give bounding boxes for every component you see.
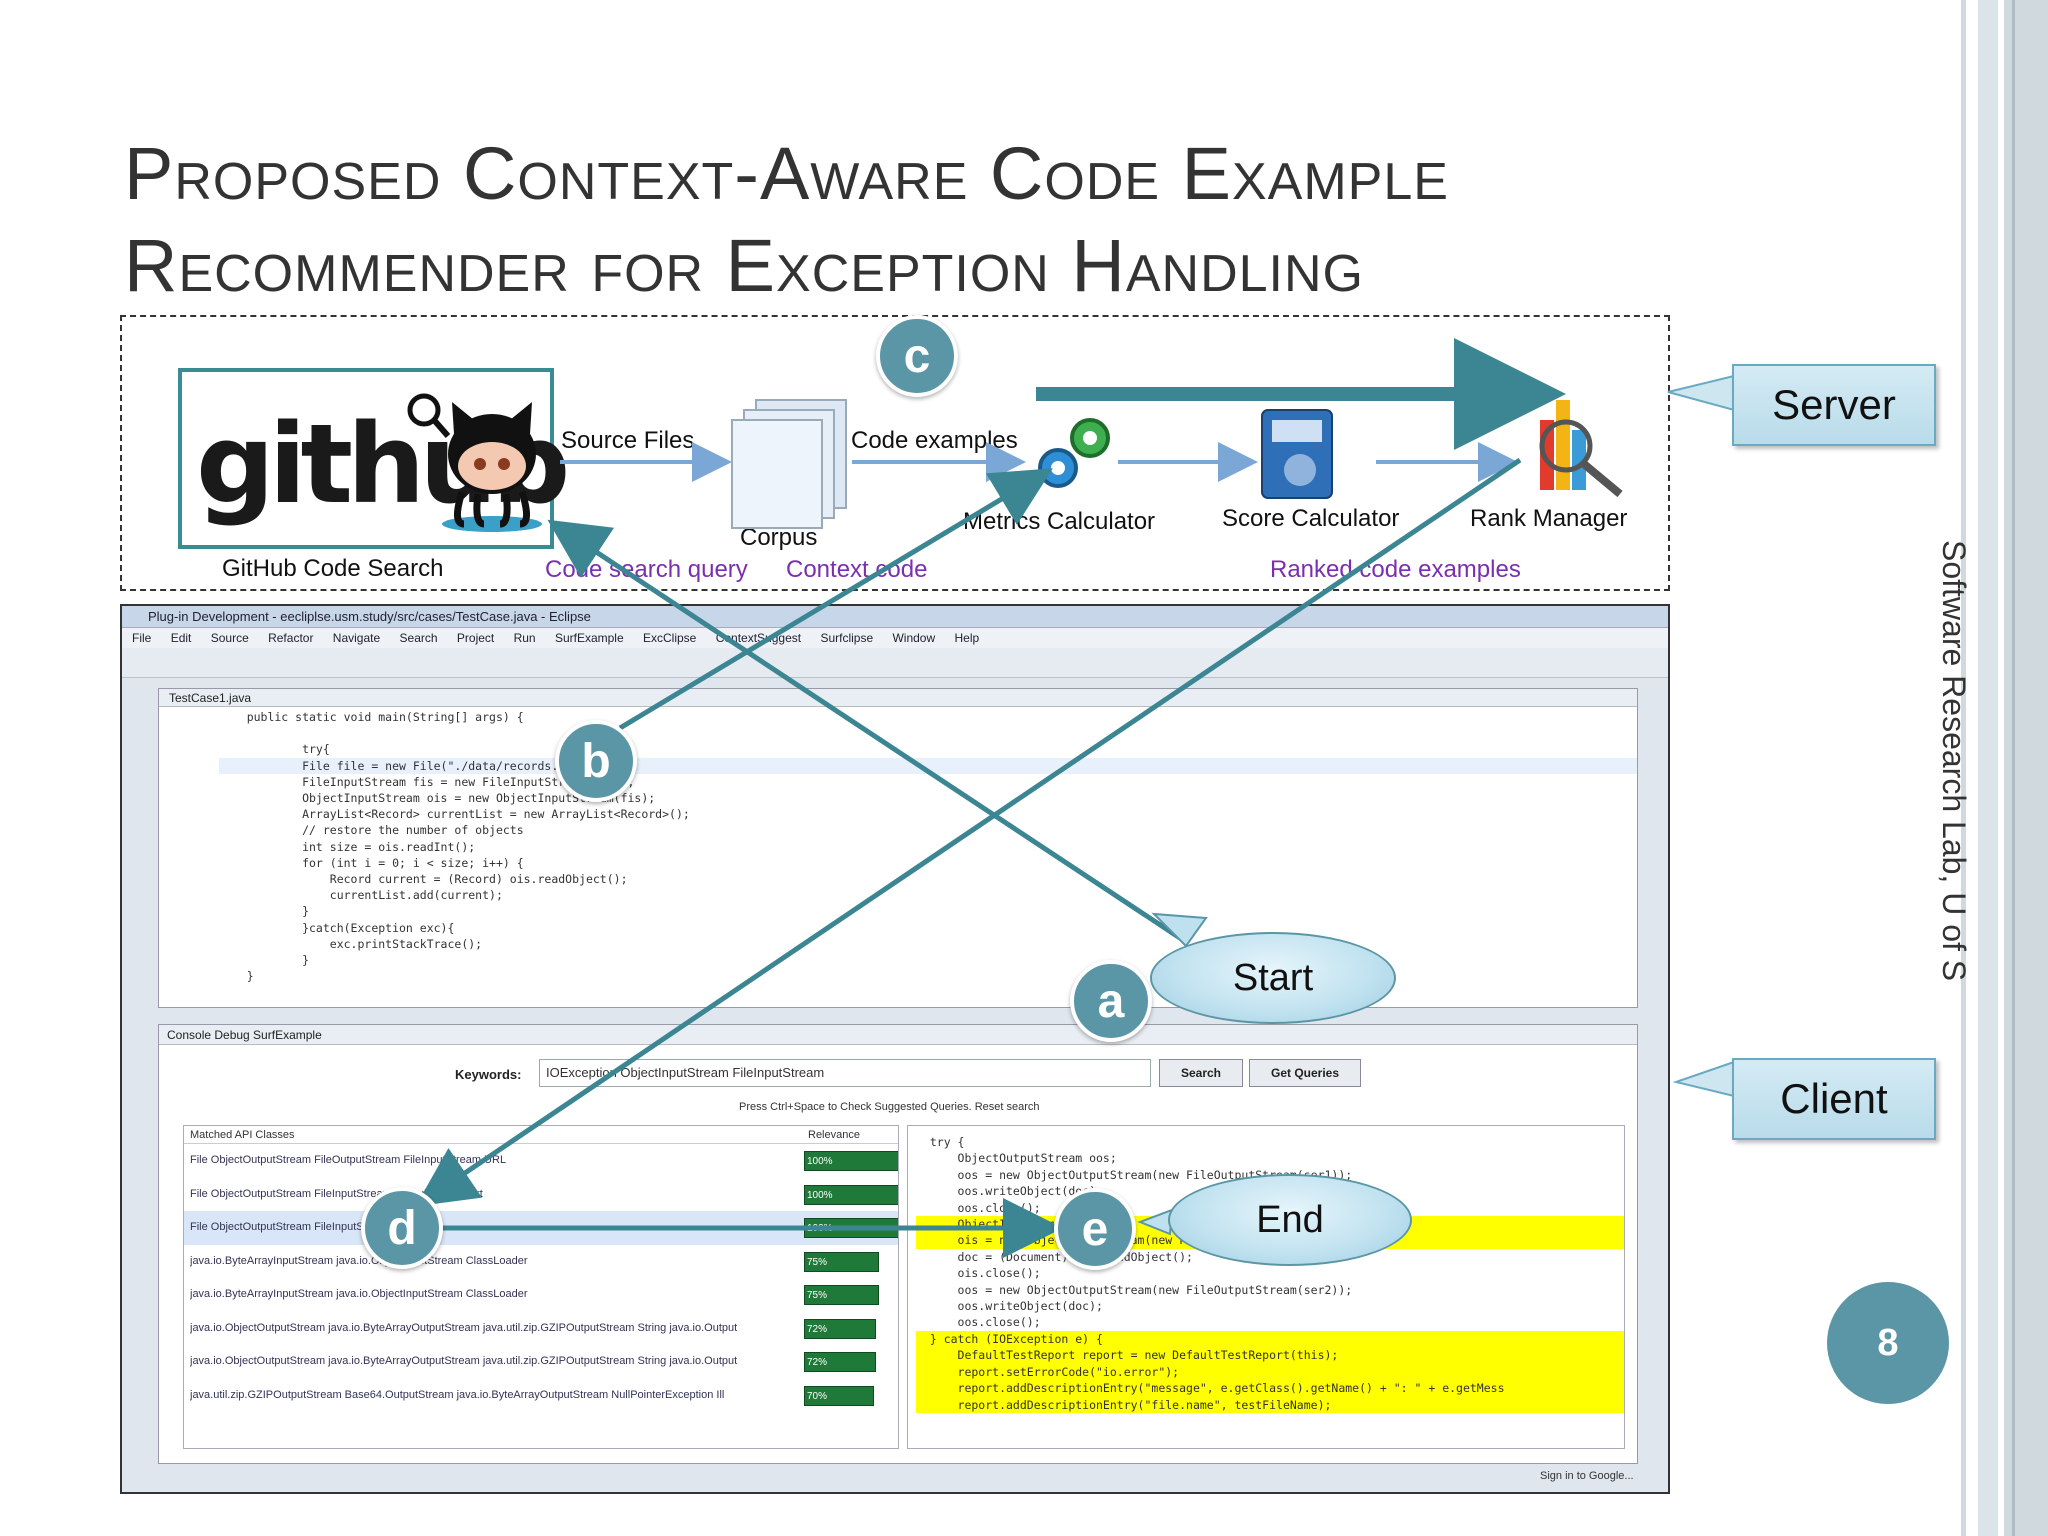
menu-source[interactable]: Source xyxy=(210,631,249,645)
bottom-tabs[interactable]: Console Debug SurfExample xyxy=(159,1025,1637,1045)
hint-text: Press Ctrl+Space to Check Suggested Quer… xyxy=(739,1101,1040,1113)
decor-stripe xyxy=(1978,0,1998,1536)
table-row[interactable]: java.util.zip.GZIPOutputStream Base64.Ou… xyxy=(184,1379,898,1413)
title-line-1: Proposed Context-Aware Code Example xyxy=(124,132,1449,215)
badge-a: a xyxy=(1070,960,1152,1042)
connector-a xyxy=(547,519,1188,945)
keywords-input[interactable]: IOException ObjectInputStream FileInputS… xyxy=(539,1059,1151,1087)
menu-edit[interactable]: Edit xyxy=(170,631,192,645)
page-number: 8 xyxy=(1827,1282,1949,1404)
menu-file[interactable]: File xyxy=(132,631,152,645)
row-name: java.util.zip.GZIPOutputStream Base64.Ou… xyxy=(190,1388,725,1401)
menu-project[interactable]: Project xyxy=(456,631,495,645)
end-oval: End xyxy=(1168,1174,1412,1266)
connector-ranked xyxy=(415,457,1522,1207)
editor-tab[interactable]: TestCase1.java xyxy=(159,689,1637,707)
relevance-bar: 72% xyxy=(804,1352,876,1372)
keywords-label: Keywords: xyxy=(455,1067,522,1082)
menu-excclipse[interactable]: ExcClipse xyxy=(643,631,697,645)
decor-stripe xyxy=(2004,0,2048,1536)
menu-navigate[interactable]: Navigate xyxy=(332,631,381,645)
connector-b xyxy=(618,468,1053,731)
github-logo: github xyxy=(178,368,570,549)
side-label: Software Research Lab, U of S xyxy=(1936,540,1972,982)
row-name: java.io.ByteArrayInputStream java.io.Obj… xyxy=(190,1254,528,1267)
label-source-files: Source Files xyxy=(561,427,695,454)
server-panel xyxy=(120,315,1670,591)
row-name: java.io.ObjectOutputStream java.io.ByteA… xyxy=(190,1321,738,1334)
relevance-bar: 75% xyxy=(804,1285,879,1305)
menu-surfclipse[interactable]: Surfclipse xyxy=(820,631,874,645)
menu-help[interactable]: Help xyxy=(954,631,980,645)
badge-d: d xyxy=(361,1187,443,1269)
eclipse-menu-bar: File Edit Source Refactor Navigate Searc… xyxy=(122,628,1668,648)
menu-search[interactable]: Search xyxy=(399,631,438,645)
row-name: java.io.ObjectOutputStream java.io.ByteA… xyxy=(190,1355,738,1367)
search-button[interactable]: Search xyxy=(1159,1059,1243,1087)
eclipse-toolbar[interactable] xyxy=(122,648,1668,678)
table-row[interactable]: java.io.ByteArrayInputStream java.io.Obj… xyxy=(184,1278,898,1312)
row-name: File ObjectOutputStream FileInputStream … xyxy=(190,1221,417,1233)
menu-surfexample[interactable]: SurfExample xyxy=(554,631,624,645)
label-score-calculator: Score Calculator xyxy=(1222,505,1400,532)
relevance-bar: 100% xyxy=(804,1151,898,1171)
decor-stripe xyxy=(1961,0,1966,1536)
relevance-bar: 72% xyxy=(804,1318,876,1339)
server-callout: Server xyxy=(1732,364,1936,446)
client-callout: Client xyxy=(1732,1058,1936,1140)
header-relevance: Relevance xyxy=(808,1129,860,1141)
menu-run[interactable]: Run xyxy=(513,631,536,645)
header-matched-api: Matched API Classes xyxy=(190,1129,295,1141)
badge-c: c xyxy=(876,315,958,397)
label-ranked-code-examples: Ranked code examples xyxy=(1270,556,1521,583)
matched-api-table: Matched API Classes Relevance File Objec… xyxy=(183,1125,899,1449)
decor-stripe xyxy=(2012,0,2015,1536)
github-caption: GitHub Code Search xyxy=(222,555,444,582)
octocat-icon xyxy=(407,393,542,532)
table-row[interactable]: java.io.ObjectOutputStream java.io.ByteA… xyxy=(184,1312,898,1346)
status-bar: Sign in to Google... xyxy=(1540,1470,1634,1482)
title-line-2: Recommender for Exception Handling xyxy=(124,224,1364,307)
relevance-bar: 75% xyxy=(804,1251,879,1272)
get-queries-button[interactable]: Get Queries xyxy=(1249,1059,1361,1087)
table-row[interactable]: java.io.ObjectOutputStream java.io.ByteA… xyxy=(184,1345,898,1379)
menu-refactor[interactable]: Refactor xyxy=(268,631,314,645)
relevance-bar: 70% xyxy=(804,1385,874,1406)
relevance-bar: 100% xyxy=(804,1184,898,1205)
start-oval: Start xyxy=(1150,932,1396,1024)
badge-b: b xyxy=(555,720,637,802)
label-rank-manager: Rank Manager xyxy=(1470,505,1628,532)
menu-window[interactable]: Window xyxy=(892,631,936,645)
badge-e: e xyxy=(1054,1188,1136,1270)
row-name: java.io.ByteArrayInputStream java.io.Obj… xyxy=(190,1288,528,1300)
slide-title: Proposed Context-Aware Code Example Reco… xyxy=(124,128,1684,312)
table-row[interactable]: java.io.ByteArrayInputStream java.io.Obj… xyxy=(184,1245,898,1279)
table-header: Matched API Classes Relevance xyxy=(184,1126,898,1144)
